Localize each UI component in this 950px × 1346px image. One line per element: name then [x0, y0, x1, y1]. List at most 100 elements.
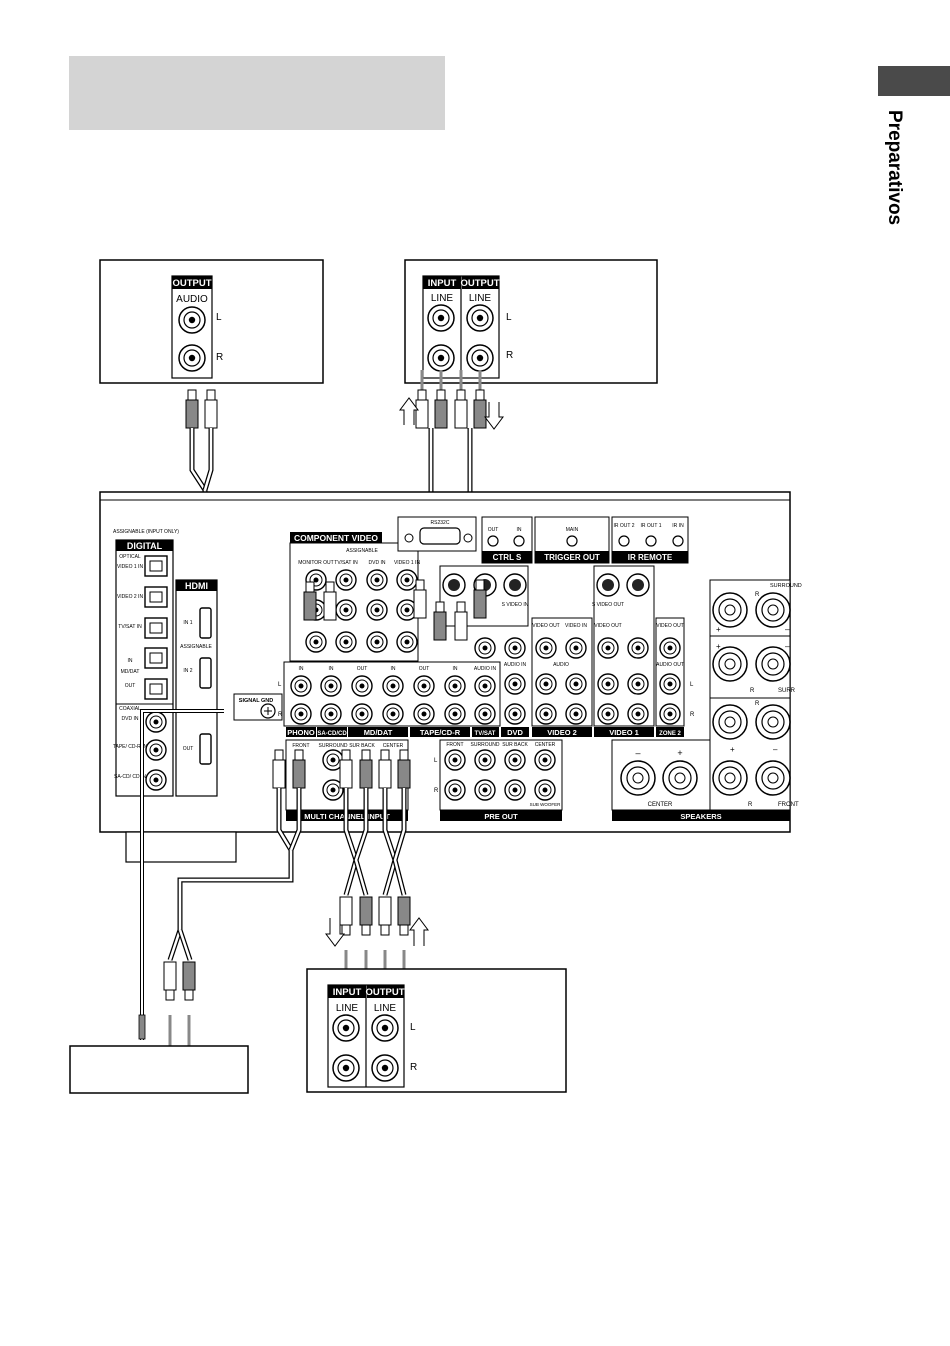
tape-out-r-jack[interactable]: [466, 344, 494, 372]
coax-dvd-jack[interactable]: [145, 711, 167, 733]
tape-out-label: OUT: [419, 666, 430, 672]
svideo-video1-in[interactable]: [626, 573, 650, 597]
comp-tvsat-label: TV/SAT IN: [334, 560, 358, 566]
spk-center-label: CENTER: [648, 802, 673, 808]
optical-tvsat-jack[interactable]: [144, 617, 168, 639]
coax-sacd-label: SA-CD/ CD IN: [114, 774, 146, 780]
dvd-audio-in-label: AUDIO IN: [504, 662, 527, 668]
cd-out-l-jack[interactable]: [178, 306, 206, 334]
svideo-video1-out[interactable]: [596, 573, 620, 597]
speakers-label: SPEAKERS: [680, 812, 721, 821]
opt-out-label: OUT: [125, 683, 136, 689]
cd-output-header: OUTPUT: [172, 278, 211, 289]
phono-in-label: IN: [299, 666, 304, 672]
tape-in-l-jack[interactable]: [427, 304, 455, 332]
tape-out-l-jack[interactable]: [466, 304, 494, 332]
hdmi-assignable-label: ASSIGNABLE: [180, 644, 212, 650]
receiver-panel: DIGITAL ASSIGNABLE (INPUT ONLY) OPTICAL …: [99, 491, 802, 863]
optical-video2-jack[interactable]: [144, 586, 168, 608]
tape-l-label: L: [506, 312, 512, 323]
digital-header: DIGITAL: [127, 541, 163, 551]
optical-video1-jack[interactable]: [144, 555, 168, 577]
opt-video2-label: VIDEO 2 IN: [117, 594, 144, 600]
md-in-r-jack[interactable]: [332, 1054, 360, 1082]
optical-label: OPTICAL: [119, 554, 141, 560]
title-box: [69, 56, 445, 130]
tape-input-header: INPUT: [428, 278, 457, 289]
zone2-r-label: R: [690, 712, 695, 718]
comp-dvd-label: DVD IN: [369, 560, 386, 566]
coax-dvd-label: DVD IN: [122, 716, 139, 722]
spk-minus-2: –: [785, 642, 790, 651]
ctrl-s-in-label: IN: [517, 527, 522, 533]
ir-out2-jack[interactable]: [618, 535, 630, 547]
signal-gnd-label: SIGNAL GND: [239, 698, 273, 704]
multi-surround-label: SURROUND: [319, 743, 348, 749]
trigger-main-label: MAIN: [566, 527, 579, 533]
multi-front-label: FRONT: [292, 743, 309, 749]
label-video2: VIDEO 2: [547, 728, 577, 737]
spk-front-label: FRONT: [778, 802, 799, 808]
cd-player-box: OUTPUT AUDIO L R: [99, 259, 324, 384]
tape-line-in-label: LINE: [431, 293, 454, 304]
ir-in-label: IR IN: [672, 523, 684, 529]
audio-l-label: L: [278, 682, 282, 688]
svideo-tvsat-out[interactable]: [442, 573, 466, 597]
audio-r-label: R: [278, 712, 283, 718]
rs232c-port[interactable]: [419, 527, 461, 545]
label-dvd: DVD: [507, 728, 523, 737]
label-mddat: MD/DAT: [364, 728, 393, 737]
hdmi-in1-label: IN 1: [183, 620, 192, 626]
spk-front-r-top: R: [755, 701, 760, 707]
speaker-center-minus[interactable]: [620, 760, 656, 796]
pre-l-label: L: [434, 758, 438, 764]
tape-output-header: OUTPUT: [460, 278, 499, 289]
zone2-video-out-label: VIDEO OUT: [656, 623, 684, 629]
speaker-center-plus[interactable]: [662, 760, 698, 796]
trigger-out-label: TRIGGER OUT: [544, 553, 600, 562]
opt-mddat-label: MD/DAT: [121, 669, 140, 675]
cd-out-r-jack[interactable]: [178, 344, 206, 372]
video2-video-out-label: VIDEO OUT: [532, 623, 560, 629]
turntable-box: [69, 1045, 249, 1094]
hdmi-header: HDMI: [185, 581, 208, 591]
coax-tape-label: TAPE/ CD-R IN: [113, 744, 148, 750]
ctrl-s-in-jack[interactable]: [513, 535, 525, 547]
opt-video1-label: VIDEO 1 IN: [117, 564, 144, 570]
md-out-l-jack[interactable]: [371, 1014, 399, 1042]
video2-video-in-label: VIDEO IN: [565, 623, 587, 629]
spk-surr-short: SURR: [778, 688, 796, 694]
tape-deck-box: INPUT OUTPUT LINE LINE L R: [404, 259, 658, 384]
ir-out2-label: IR OUT 2: [613, 523, 634, 529]
svideo-dvd-in[interactable]: [503, 573, 527, 597]
coax-sacd-jack[interactable]: [145, 769, 167, 791]
ground-wire: [138, 709, 224, 1040]
phono-cable: [163, 749, 306, 1046]
label-sacd: SA-CD/CD: [317, 731, 347, 737]
ctrl-s-out-jack[interactable]: [487, 535, 499, 547]
hdmi-out-port[interactable]: [199, 733, 212, 765]
trigger-main-jack[interactable]: [566, 535, 578, 547]
md-out-label: OUT: [357, 666, 368, 672]
md-in-l-jack[interactable]: [332, 1014, 360, 1042]
label-video1: VIDEO 1: [609, 728, 639, 737]
md-line-in-label: LINE: [336, 1003, 359, 1014]
optical-mddat-in-jack[interactable]: [144, 647, 168, 669]
tape-in-r-jack[interactable]: [427, 344, 455, 372]
rs232c-label: RS232C: [431, 520, 450, 526]
md-input-header: INPUT: [333, 987, 362, 998]
video1-video-out-label: VIDEO OUT: [594, 623, 622, 629]
ir-out1-jack[interactable]: [645, 535, 657, 547]
hdmi-in1-port[interactable]: [199, 607, 212, 639]
section-tab: [878, 66, 950, 96]
hdmi-in2-port[interactable]: [199, 657, 212, 689]
opt-tvsat-label: TV/SAT IN: [118, 624, 142, 630]
pre-out-label: PRE OUT: [484, 812, 518, 821]
md-out-r-jack[interactable]: [371, 1054, 399, 1082]
optical-mddat-out-jack[interactable]: [144, 678, 168, 700]
coax-tape-jack[interactable]: [145, 739, 167, 761]
pre-surback-label: SUR BACK: [502, 742, 528, 748]
tvsat-audio-in-label: AUDIO IN: [474, 666, 497, 672]
ir-in-jack[interactable]: [672, 535, 684, 547]
